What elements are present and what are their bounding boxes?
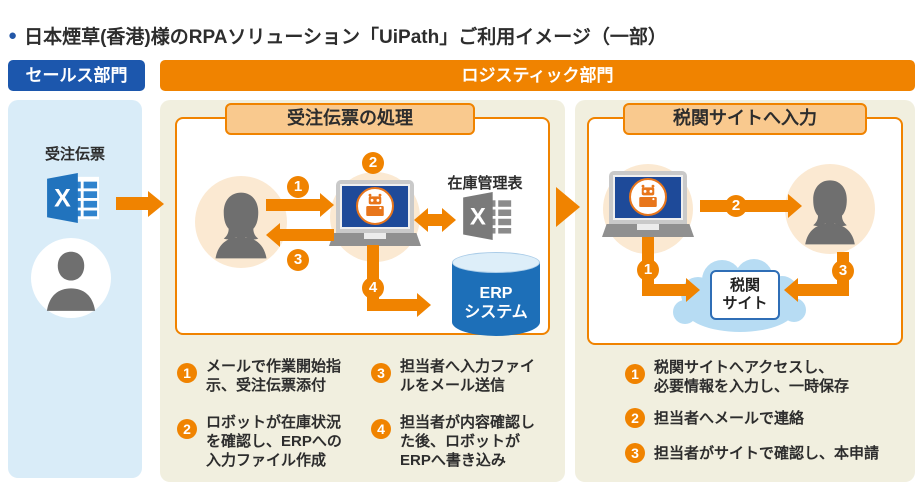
laptop-base <box>329 233 421 246</box>
erp-cylinder-top <box>452 252 540 273</box>
erp-label: ERP システム <box>464 285 528 321</box>
step-text: 税関サイトへアクセスし、 必要情報を入力し、一時保存 <box>654 359 850 395</box>
sales-department-header: セールス部門 <box>8 60 145 91</box>
customs-panel-title-tab: 税関サイトへ入力 <box>623 103 867 135</box>
customs-site-box: 税関 サイト <box>710 270 780 320</box>
step-badge: 2 <box>177 419 197 439</box>
laptop-icon <box>329 180 421 246</box>
arrow-laptop-to-person-head <box>266 223 280 247</box>
inventory-label: 在庫管理表 <box>447 175 523 192</box>
arrow-laptop-to-erp-head <box>417 293 431 317</box>
step-text: 担当者が内容確認し た後、ロボットが ERPへ書き込み <box>400 414 536 469</box>
person-icon-female <box>805 180 855 245</box>
arrow-person-to-cloud-head <box>784 278 798 302</box>
step-badge: 2 <box>625 408 645 428</box>
arrow-inventory-right-head <box>442 208 456 232</box>
arrow-inventory-left-head <box>414 208 428 232</box>
robot-icon <box>629 178 667 216</box>
arrow-laptop-to-person-head <box>788 194 802 218</box>
diagram-badge-3: 3 <box>287 249 309 271</box>
step-text: ロボットが在庫状況 を確認し、ERPへの 入力ファイル作成 <box>206 414 342 469</box>
laptop-touchpad <box>637 224 659 230</box>
arrow-laptop-to-cloud-head <box>686 278 700 302</box>
arrow-inventory-shaft <box>428 214 442 226</box>
excel-icon-blue: X <box>47 173 99 223</box>
erp-cylinder-body <box>452 262 540 336</box>
erp-database-icon: ERP システム <box>452 252 540 336</box>
arrow-laptop-to-erp-horizontal <box>367 299 417 311</box>
arrow-laptop-to-cloud-horizontal <box>642 284 686 296</box>
person-icon-female <box>215 192 267 259</box>
laptop-base <box>602 224 694 237</box>
step-badge: 4 <box>371 419 391 439</box>
page-title-text: 日本煙草(香港)様のRPAソリューション「UiPath」ご利用イメージ（一部） <box>24 27 667 48</box>
arrow-order-to-customs <box>556 187 580 227</box>
laptop-icon <box>602 171 694 237</box>
laptop-touchpad <box>364 233 386 239</box>
excel-icon-gray: X <box>463 192 513 240</box>
diagram-badge-3: 3 <box>832 260 854 282</box>
diagram-badge-4: 4 <box>362 277 384 299</box>
arrow-person-to-laptop <box>266 199 320 211</box>
arrow-sales-to-order-head <box>148 190 164 217</box>
page-title: ● 日本煙草(香港)様のRPAソリューション「UiPath」ご利用イメージ（一部… <box>8 22 667 49</box>
step-badge: 1 <box>625 364 645 384</box>
arrow-laptop-to-person <box>280 229 334 241</box>
step-badge: 3 <box>371 363 391 383</box>
arrow-person-to-laptop-head <box>320 193 334 217</box>
diagram-badge-1: 1 <box>637 259 659 281</box>
step-text: メールで作業開始指 示、受注伝票添付 <box>206 358 342 394</box>
step-badge: 3 <box>625 443 645 463</box>
arrow-sales-to-order <box>116 197 148 210</box>
diagram-badge-2: 2 <box>362 152 384 174</box>
robot-icon <box>356 187 394 225</box>
order-panel-title-tab: 受注伝票の処理 <box>225 103 475 135</box>
diagram-badge-1: 1 <box>287 176 309 198</box>
title-bullet-icon: ● <box>8 27 18 44</box>
svg-text:X: X <box>54 185 71 213</box>
logistics-department-header: ロジスティック部門 <box>160 60 915 91</box>
diagram-badge-2: 2 <box>725 195 747 217</box>
svg-text:X: X <box>470 203 486 230</box>
person-icon-male <box>46 251 96 311</box>
order-doc-label: 受注伝票 <box>44 146 105 163</box>
arrow-person-to-cloud-horizontal <box>798 284 849 296</box>
step-badge: 1 <box>177 363 197 383</box>
step-text: 担当者がサイトで確認し、本申請 <box>654 445 880 462</box>
step-text: 担当者へメールで連絡 <box>654 410 805 427</box>
step-text: 担当者へ入力ファイ ルをメール送信 <box>400 358 536 394</box>
